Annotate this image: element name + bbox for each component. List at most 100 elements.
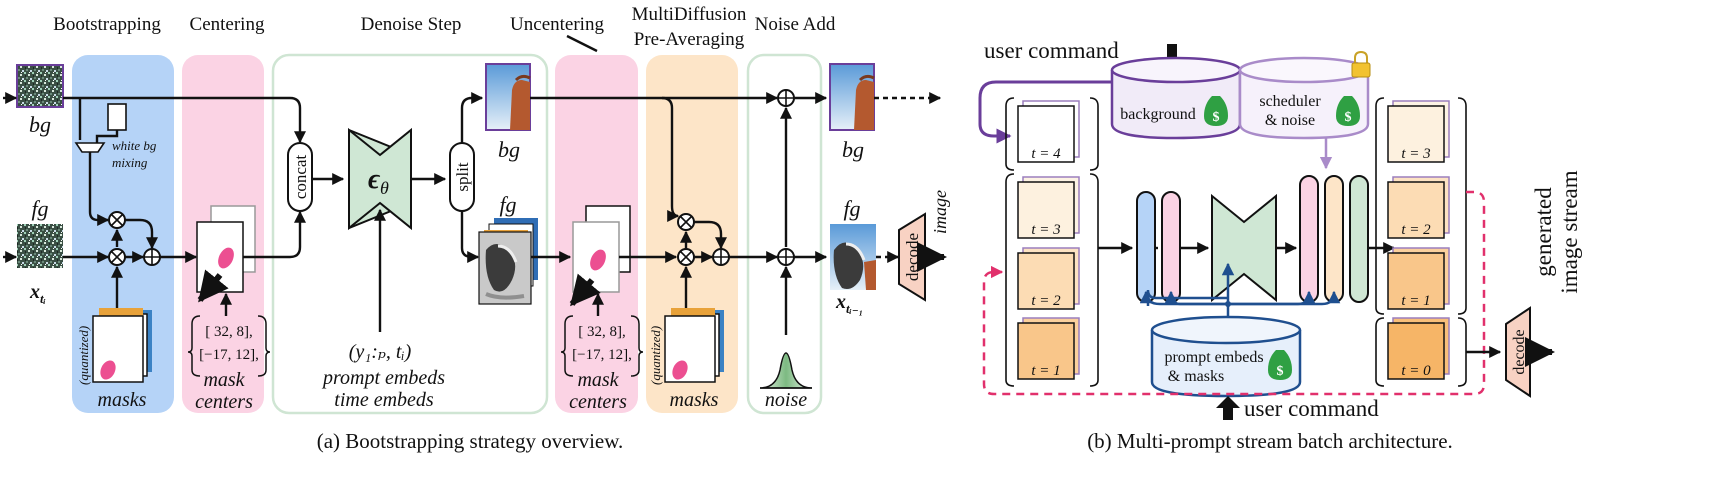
decoder-pill-2 xyxy=(1324,175,1344,303)
mixing-trapezoid xyxy=(74,142,106,153)
mask-centers-label-right-1: mask xyxy=(577,369,619,391)
x-t1-label: xtᵢ₋₁ xyxy=(835,291,863,316)
white-bg-mixing-label-1: white bg xyxy=(112,138,157,153)
left-stack-t3: t = 3 xyxy=(1017,176,1080,239)
right-stack-t1: t = 1 xyxy=(1387,247,1450,310)
noise-add-band xyxy=(746,53,823,415)
svg-text:t = 2: t = 2 xyxy=(1031,293,1061,309)
centers-matrix-row2-left: [−17, 12], xyxy=(199,347,259,363)
mask-centers-label-left-1: mask xyxy=(203,369,245,391)
decode-block-b xyxy=(1505,306,1531,398)
caption-b: (b) Multi-prompt stream batch architectu… xyxy=(1087,429,1453,453)
masks-stack-left xyxy=(92,308,152,383)
svg-text:t = 1: t = 1 xyxy=(1031,363,1060,379)
scheduler-label-2: & noise xyxy=(1265,112,1315,129)
fg-output-image xyxy=(830,224,876,290)
feedback-loop xyxy=(982,190,1486,396)
bg-denoised-label: bg xyxy=(498,137,520,162)
centers-matrix-row1-right: [ 32, 8], xyxy=(578,324,626,340)
fg-denoised-label: fg xyxy=(499,192,516,217)
cond-tuple-label: (y₁:ₚ, tᵢ) xyxy=(349,341,412,363)
right-stack-t3: t = 3 xyxy=(1387,100,1450,163)
fg-label: fg xyxy=(31,196,48,221)
svg-text:t = 0: t = 0 xyxy=(1401,363,1431,379)
prompt-store-label-1: prompt embeds xyxy=(1164,349,1263,366)
money-bag-icon: $ xyxy=(1268,350,1292,380)
masks-label-right: masks xyxy=(670,389,719,411)
decoder-pill-3 xyxy=(1349,175,1369,303)
prompt-store: prompt embeds & masks $ xyxy=(1150,315,1302,398)
quantized-label-right: (quantized) xyxy=(648,326,663,385)
uncentering-shift-arrow xyxy=(569,273,601,307)
bg-denoised-image xyxy=(485,63,531,131)
fg-output-label: fg xyxy=(843,196,860,221)
add-op xyxy=(143,248,161,266)
stage-title-bootstrapping: Bootstrapping xyxy=(53,14,161,35)
centering-shift-arrow xyxy=(197,269,229,303)
prompt-embeds-label: prompt embeds xyxy=(321,367,445,389)
noise-add-op-top xyxy=(777,89,795,107)
decode-block-a xyxy=(898,212,926,302)
centers-matrix-row1-left: [ 32, 8], xyxy=(205,324,253,340)
denoise-band xyxy=(271,53,549,415)
split-label: split xyxy=(453,162,472,192)
decoder-pill-1 xyxy=(1299,175,1319,303)
svg-text:t = 2: t = 2 xyxy=(1401,222,1431,238)
left-stack-t4: t = 4 xyxy=(1017,100,1080,163)
bg-noise-image xyxy=(16,64,64,108)
bg-output-image xyxy=(829,63,875,131)
encoder-pill-1 xyxy=(1136,191,1156,303)
centers-matrix-row2-right: [−17, 12], xyxy=(572,347,632,363)
svg-text:t = 3: t = 3 xyxy=(1401,146,1430,162)
white-bg-swatch xyxy=(107,103,127,131)
svg-text:t = 4: t = 4 xyxy=(1031,146,1061,162)
image-label: image xyxy=(930,190,950,234)
panel-b: user command background $ scheduler & no… xyxy=(978,38,1582,453)
fg-denoised-stack xyxy=(478,218,538,305)
panel-a: Bootstrapping Centering Denoise Step Unc… xyxy=(3,4,950,453)
x-t-label: xtᵢ xyxy=(29,281,46,306)
epsilon-label: ϵθ xyxy=(368,164,389,198)
money-bag-icon: $ xyxy=(1336,96,1360,126)
noise-label: noise xyxy=(765,389,807,411)
gaussian-noise-curve xyxy=(759,352,813,389)
right-stack-t2: t = 2 xyxy=(1387,176,1450,239)
stage-title-centering: Centering xyxy=(190,14,265,35)
masks-stack-right xyxy=(664,308,724,383)
noise-add-op-bottom xyxy=(777,248,795,266)
svg-text:$: $ xyxy=(1277,364,1284,379)
svg-text:t = 3: t = 3 xyxy=(1031,222,1060,238)
caption-a: (a) Bootstrapping strategy overview. xyxy=(317,429,624,453)
svg-text:$: $ xyxy=(1213,110,1220,125)
white-bg-mixing-label-2: mixing xyxy=(112,155,148,170)
bg-label: bg xyxy=(29,112,51,137)
stream-label-1: generated xyxy=(1531,187,1556,277)
multiply-op-top xyxy=(108,211,126,229)
svg-text:t = 1: t = 1 xyxy=(1401,293,1430,309)
mask-centers-label-left-2: centers xyxy=(195,391,253,413)
user-command-top-label: user command xyxy=(984,38,1119,63)
stage-title-multidiffusion-1: MultiDiffusion xyxy=(632,4,747,25)
left-stack-t2: t = 2 xyxy=(1017,247,1080,310)
fg-noise-image xyxy=(17,224,63,268)
lock-icon xyxy=(1351,50,1371,78)
money-bag-icon: $ xyxy=(1204,96,1228,126)
stream-label-2: image stream xyxy=(1557,170,1582,293)
concat-label: concat xyxy=(291,155,310,200)
scheduler-label-1: scheduler xyxy=(1259,93,1321,110)
encoder-pill-2 xyxy=(1161,191,1181,303)
stage-title-uncentering: Uncentering xyxy=(510,14,604,35)
stage-title-denoise: Denoise Step xyxy=(361,14,462,35)
prompt-store-label-2: & masks xyxy=(1168,368,1224,385)
multiply-op-bottom xyxy=(108,248,126,266)
user-command-bottom-label: user command xyxy=(1244,396,1379,421)
mask-centers-label-right-2: centers xyxy=(569,391,627,413)
md-add xyxy=(712,248,730,266)
quantized-label-left: (quantized) xyxy=(76,326,91,385)
right-stack-t0: t = 0 xyxy=(1387,317,1450,380)
background-store: background $ xyxy=(1110,56,1242,140)
unet-block xyxy=(1211,193,1277,303)
left-stack-t1: t = 1 xyxy=(1017,317,1080,380)
stage-title-multidiffusion-2: Pre-Averaging xyxy=(634,29,745,50)
